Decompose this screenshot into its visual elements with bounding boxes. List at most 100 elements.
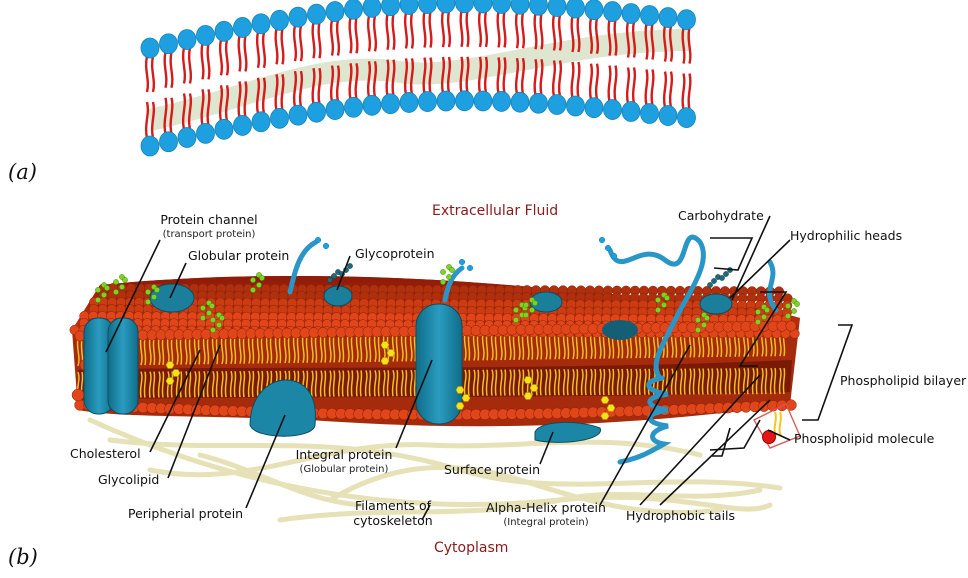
- sugar-bead: [154, 287, 159, 292]
- sugar-bead: [791, 308, 796, 313]
- sugar-bead: [761, 314, 766, 319]
- sugar-bead: [755, 319, 760, 324]
- cholesterol-ring: [166, 362, 174, 369]
- carb-bead: [711, 278, 716, 283]
- sugar-bead: [101, 292, 106, 297]
- sugar-bead: [523, 302, 528, 307]
- simple-bilayer-diagram: [141, 0, 696, 156]
- sugar-bead: [200, 305, 205, 310]
- sugar-bead: [219, 315, 224, 320]
- glyco-bead: [605, 245, 611, 251]
- label-protein-channel-sub: (transport protein): [154, 227, 264, 242]
- phospholipid-head: [456, 91, 474, 111]
- phospholipid-head: [400, 92, 418, 112]
- globular-protein-3: [602, 320, 638, 340]
- cholesterol-ring: [601, 397, 609, 404]
- tail-pair: [350, 17, 358, 53]
- tail-pair: [405, 12, 413, 48]
- phospholipid-head: [252, 14, 270, 34]
- tail-pair: [590, 64, 598, 100]
- phospholipid-head: [289, 7, 307, 27]
- panel-label-b: (b): [8, 545, 38, 569]
- phospholipid-head: [622, 3, 640, 23]
- phospholipid-head: [604, 100, 622, 120]
- phospholipid-head: [271, 108, 289, 128]
- tail-pair: [146, 102, 154, 138]
- phospholipid-head: [567, 0, 585, 18]
- phospholipid-head: [234, 115, 252, 135]
- sugar-bead: [440, 269, 445, 274]
- tail-pair: [461, 11, 469, 47]
- label-filaments: Filaments of cytoskeleton: [352, 498, 434, 528]
- cholesterol-ring: [456, 403, 464, 410]
- sugar-bead: [446, 274, 451, 279]
- tail-pair: [424, 12, 432, 48]
- tail-pair: [146, 56, 154, 92]
- tail-pair: [313, 22, 321, 58]
- head-front: [786, 321, 796, 331]
- tail-pair: [202, 43, 210, 79]
- phospholipid-head: [252, 112, 270, 132]
- tail-pair: [183, 48, 191, 84]
- cholesterol-ring: [172, 370, 180, 377]
- sugar-bead: [200, 315, 205, 320]
- sugar-bead: [250, 287, 255, 292]
- phospholipid-head: [419, 92, 437, 112]
- label-glycolipid: Glycolipid: [98, 472, 159, 487]
- panel-label-a: (a): [8, 160, 37, 184]
- phospholipid-head: [326, 100, 344, 120]
- phospholipid-head: [160, 132, 178, 152]
- sugar-bead: [529, 307, 534, 312]
- label-globular-protein: Globular protein: [188, 248, 289, 263]
- carb-bead: [719, 275, 724, 280]
- phospholipid-head: [567, 96, 585, 116]
- phospholipid-head: [234, 17, 252, 37]
- cholesterol-ring: [601, 413, 609, 420]
- cholesterol-ring: [381, 358, 389, 365]
- sugar-bead: [785, 313, 790, 318]
- phospholipid-head: [678, 108, 696, 128]
- phospholipid-head: [530, 93, 548, 113]
- tail-pair: [553, 61, 561, 97]
- tail-pair: [627, 67, 635, 103]
- phospholipid-head: [548, 95, 566, 115]
- tail-pair: [331, 20, 339, 56]
- label-hydrophobic-tails: Hydrophobic tails: [626, 508, 735, 523]
- tail-pair: [572, 62, 580, 98]
- phospholipid-head: [641, 104, 659, 124]
- cholesterol-ring: [530, 385, 538, 392]
- sugar-bead: [513, 317, 518, 322]
- carb-bead: [707, 282, 712, 287]
- label-phospholipid-bilayer: Phospholipid bilayer: [840, 373, 966, 388]
- glyco-bead: [459, 259, 465, 265]
- phospholipid-head: [141, 136, 159, 156]
- phospholipid-head: [308, 4, 326, 24]
- phospholipid-head: [641, 6, 659, 26]
- phospholipid-head: [197, 123, 215, 143]
- tail-pair: [535, 13, 543, 49]
- phospholipid-head: [160, 34, 178, 54]
- sugar-bead: [523, 312, 528, 317]
- label-alpha-helix-main: Alpha-Helix protein: [486, 500, 606, 515]
- sugar-bead: [794, 301, 799, 306]
- phospholipid-head: [456, 0, 474, 13]
- tail-pair: [516, 12, 524, 48]
- phospholipid-head: [289, 105, 307, 125]
- phospholipid-head: [419, 0, 437, 14]
- sugar-bead: [113, 279, 118, 284]
- glyco-bead: [611, 253, 617, 259]
- tail-pair: [498, 11, 506, 47]
- phospholipid-head: [659, 8, 677, 28]
- label-surface-protein: Surface protein: [444, 462, 540, 477]
- sugar-bead: [104, 285, 109, 290]
- phospholipid-head: [659, 106, 677, 126]
- label-cholesterol: Cholesterol: [70, 446, 141, 461]
- tail-pair: [646, 70, 654, 106]
- label-alpha-helix-sub: (Integral protein): [484, 515, 608, 530]
- cholesterol-ring: [524, 377, 532, 384]
- sugar-bead: [449, 267, 454, 272]
- glyco-bead: [323, 243, 329, 249]
- tail-pair: [294, 25, 302, 61]
- surface-protein: [535, 422, 601, 442]
